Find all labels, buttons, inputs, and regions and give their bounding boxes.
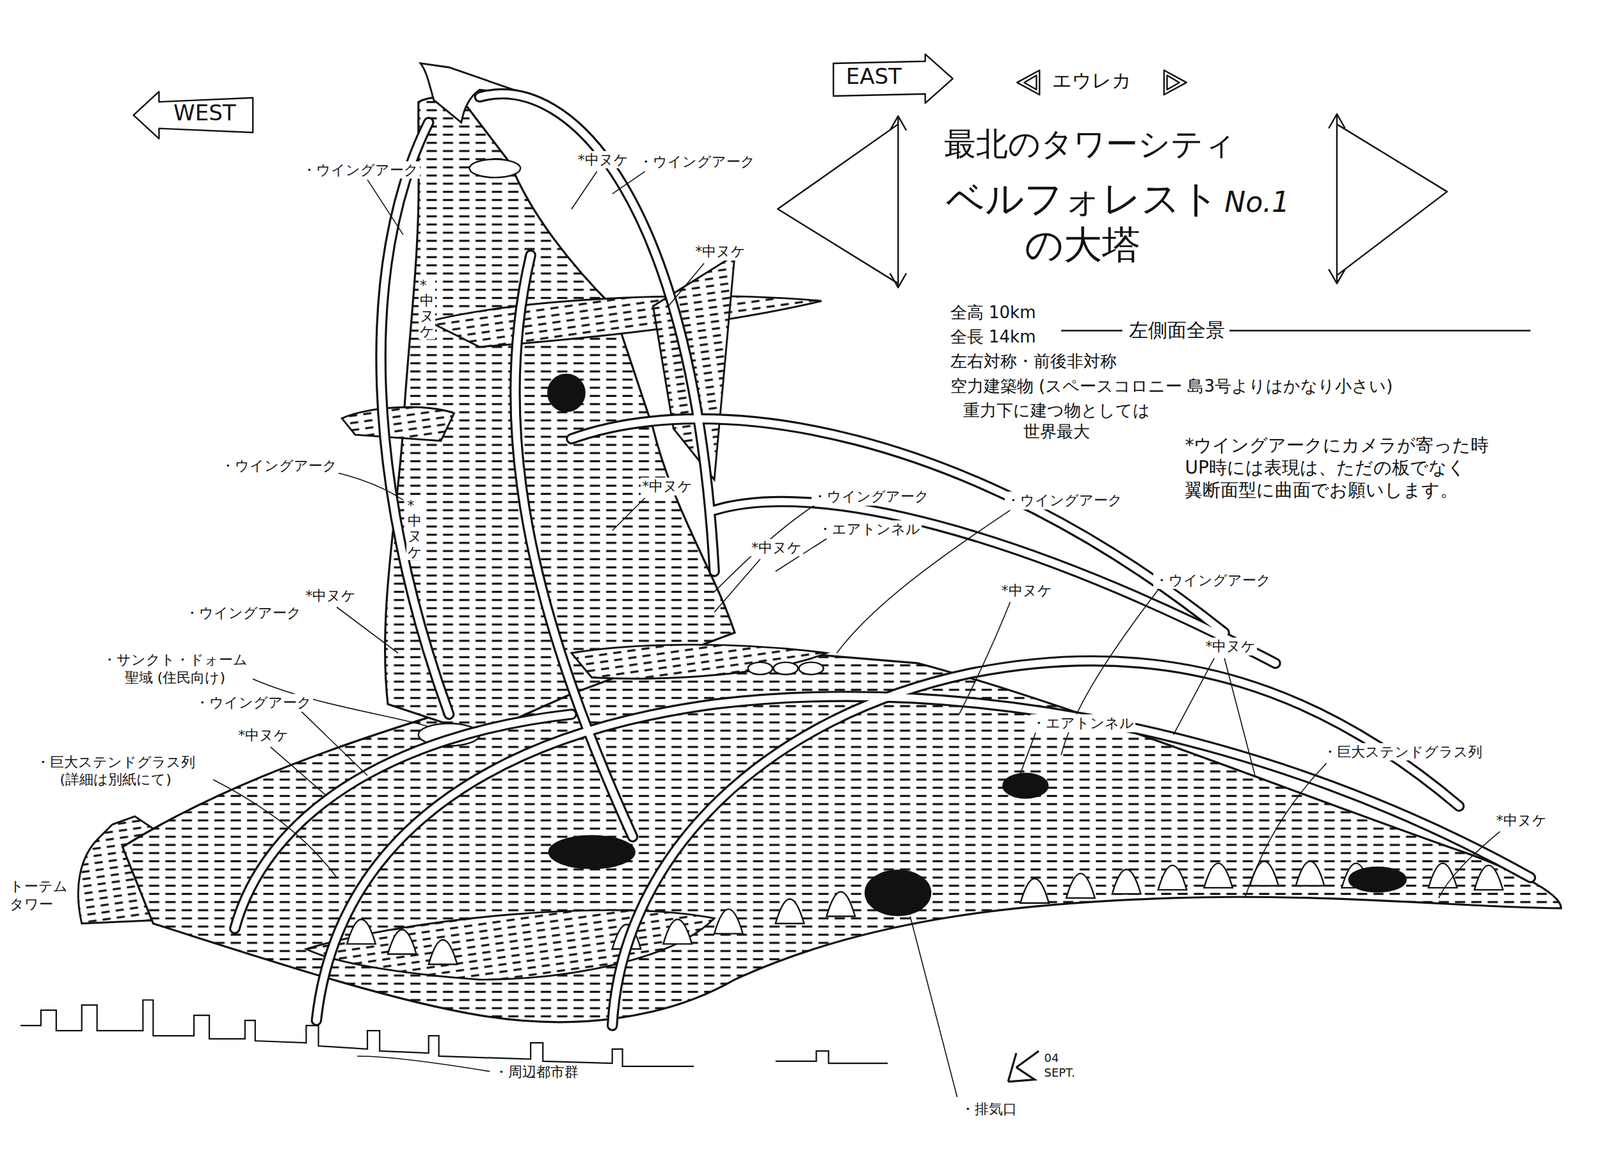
spec-note: 空力建築物 (スペースコロニー 島3号よりはかなり小さい) <box>949 375 1394 397</box>
outline-stroke <box>1328 114 1346 129</box>
part-label: ・巨大ステンドグラス列 <box>1321 743 1484 761</box>
outline-stroke <box>897 116 899 288</box>
part-label: *中ヌケ <box>576 151 630 169</box>
openings <box>418 159 1407 916</box>
node-text: 最北のタワーシティ <box>944 124 1236 164</box>
node-subtext: No.1 <box>1224 185 1290 220</box>
outline-stroke <box>1167 75 1180 90</box>
part-label: ・エアトンネル <box>816 520 922 539</box>
part-label: ・ウイングアーク <box>193 693 313 712</box>
outline-stroke <box>1328 269 1346 284</box>
outline-stroke <box>1335 114 1337 285</box>
part-label: *中ヌケ <box>236 726 290 745</box>
outline-stroke <box>833 54 954 104</box>
spec-note: 重力下に建つ物としては 世界最大 <box>959 400 1154 442</box>
outline-stroke <box>1017 70 1040 95</box>
outline-stroke <box>1336 124 1448 276</box>
part-label: ・ウイングアーク <box>219 456 339 475</box>
part-label: ・ウイングアーク <box>183 604 303 623</box>
upper-wing-disk <box>428 296 822 347</box>
stained-glass-row <box>346 860 1503 964</box>
part-label: *中ヌケ <box>406 497 424 560</box>
spec-note: 全長 14km <box>949 326 1038 348</box>
part-label: ・サンクト・ドォーム 聖域 (住民向け) <box>96 650 253 687</box>
outline-stroke <box>889 273 907 288</box>
node-text: WEST <box>173 99 236 127</box>
part-label: *中ヌケ <box>693 242 747 261</box>
part-label: ・ウイングアーク <box>811 487 931 506</box>
lower-platform <box>305 910 715 980</box>
part-label: *中ヌケ <box>1495 811 1549 830</box>
wing-arc-fill <box>234 94 1531 1026</box>
outline-stroke <box>777 124 898 285</box>
part-label: ・ウイングアーク <box>1153 571 1273 590</box>
part-label: ・エアトンネル <box>1030 714 1136 733</box>
spec-note: 全高 10km <box>949 302 1038 324</box>
direction-arrow: EAST <box>831 53 954 105</box>
part-label: *中ヌケ <box>304 586 358 605</box>
part-label: *中ヌケ <box>1203 637 1257 656</box>
part-label: ・周辺都市群 <box>492 1063 580 1081</box>
outline-stroke <box>1024 75 1037 90</box>
signature-mark <box>1008 1050 1039 1082</box>
wing-arc-outline <box>234 94 1531 1026</box>
leader-lines <box>209 171 1501 1097</box>
outline-stroke <box>133 91 254 139</box>
part-label: ・ウイングアーク <box>1004 491 1124 510</box>
date-stamp: 04 SEPT. <box>1042 1050 1090 1080</box>
node-subtext: ベルフォレスト の大塔 <box>938 175 1227 268</box>
part-label: トーテム タワー <box>8 877 75 913</box>
outline-stroke <box>889 116 907 131</box>
node-text: エウレカ <box>1052 69 1132 93</box>
part-label: ・排気口 <box>959 1100 1019 1119</box>
mid-disk <box>571 644 827 679</box>
part-label: *中ヌケ <box>640 477 694 496</box>
part-label: *中ヌケ <box>418 277 436 340</box>
left-disk <box>341 407 454 441</box>
direction-arrow: WEST <box>132 89 255 141</box>
part-label: *中ヌケ <box>750 538 804 557</box>
part-label: ・巨大ステンドグラス列 (詳細は別紙にて) <box>18 753 214 789</box>
spec-note: 左右対称・前後非対称 <box>949 350 1119 372</box>
node-text: EAST <box>846 63 902 90</box>
view-note: 左側面全景 <box>1127 318 1227 343</box>
city-body <box>122 652 1561 1022</box>
instruction-note: *ウイングアークにカメラが寄った時 UP時には表現は、ただの板でなく 翼断面型に… <box>1183 433 1532 502</box>
part-label: ・ウイングアーク <box>300 161 420 180</box>
title-badge: エウレカ <box>1015 67 1189 98</box>
part-label: ・ウイングアーク <box>637 152 757 171</box>
part-label: *中ヌケ <box>1000 581 1054 600</box>
title-bracket: 最北のタワーシティベルフォレスト の大塔No.1 <box>775 112 1449 291</box>
outline-stroke <box>1164 70 1187 95</box>
